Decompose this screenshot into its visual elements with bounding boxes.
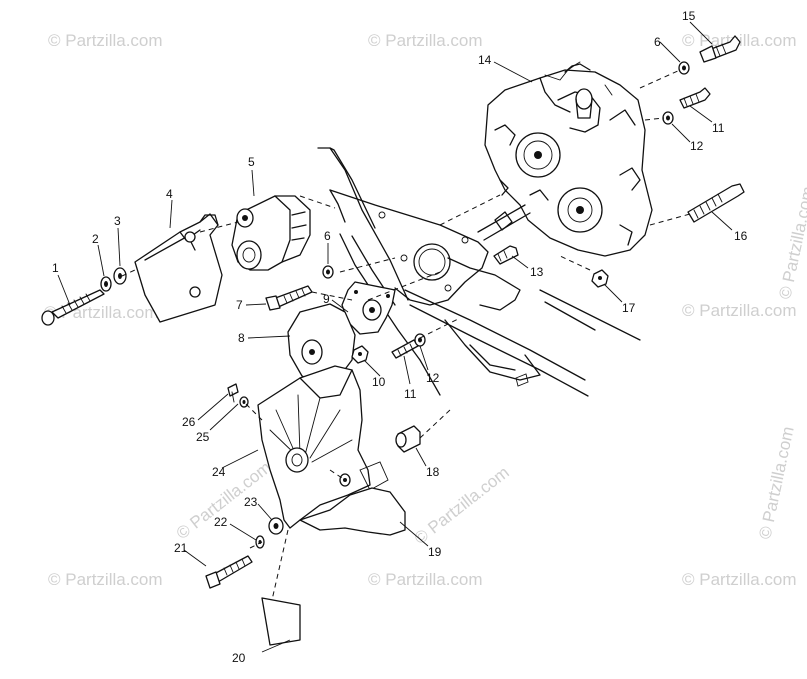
callout-25: 25 [196, 430, 210, 444]
callout-13: 13 [530, 265, 544, 279]
callout-6-mid: 6 [324, 229, 331, 243]
actuator-5 [231, 195, 311, 271]
callout-1: 1 [52, 261, 59, 275]
watermark: © Partzilla.com [682, 301, 797, 320]
watermark: © Partzilla.com [775, 185, 807, 301]
disc-8 [287, 303, 356, 385]
cover-24 [257, 365, 389, 529]
callout-5: 5 [248, 155, 255, 169]
washer-3 [113, 267, 127, 285]
callout-2: 2 [92, 232, 99, 246]
washer-6-top [678, 61, 690, 75]
callout-22: 22 [214, 515, 228, 529]
washer-23 [268, 517, 284, 535]
callout-26: 26 [182, 415, 196, 429]
callout-16: 16 [734, 229, 748, 243]
watermark: © Partzilla.com [368, 31, 483, 50]
assembly-lines [121, 69, 691, 601]
washer-12-top [662, 111, 674, 125]
callout-18: 18 [426, 465, 440, 479]
screw-26 [227, 383, 239, 403]
callout-21: 21 [174, 541, 188, 555]
watermark: © Partzilla.com [368, 570, 483, 589]
frame-rails [317, 147, 641, 397]
watermark: © Partzilla.com [48, 570, 163, 589]
washer-6-mid [322, 265, 334, 279]
watermark: © Partzilla.com [48, 31, 163, 50]
bolt-16 [687, 183, 745, 223]
callout-7: 7 [236, 298, 243, 312]
callout-6-top: 6 [654, 35, 661, 49]
callout-11-top: 11 [712, 121, 725, 135]
callout-17: 17 [622, 301, 636, 315]
callout-3: 3 [114, 214, 121, 228]
nut-17 [591, 269, 609, 288]
bolt-11-mid [391, 339, 419, 359]
callout-11-mid: 11 [404, 387, 417, 401]
bolt-1 [41, 289, 105, 326]
bolt-7 [265, 285, 313, 311]
callout-9: 9 [323, 292, 330, 306]
callout-12-mid: 12 [426, 371, 440, 385]
callout-20: 20 [232, 651, 246, 665]
washer-2 [100, 276, 112, 292]
bolt-11-top [679, 87, 711, 109]
washer-22 [255, 535, 265, 549]
bolt-13 [493, 245, 519, 265]
plate-9 [341, 281, 396, 335]
callout-14: 14 [478, 53, 492, 67]
leader-lines [57, 21, 733, 653]
guard-19 [299, 487, 406, 536]
callout-8: 8 [238, 331, 245, 345]
transmission-housing [484, 61, 653, 257]
callout-10: 10 [372, 375, 386, 389]
bracket-4 [134, 213, 223, 323]
decal-20 [261, 597, 301, 646]
mounting-plate [329, 189, 489, 306]
callout-4: 4 [166, 187, 173, 201]
callout-24: 24 [212, 465, 226, 479]
output-shaft [439, 194, 531, 241]
spacer-18 [395, 425, 421, 453]
callout-12-top: 12 [690, 139, 704, 153]
callout-15: 15 [682, 9, 696, 23]
bolt-15 [699, 35, 741, 63]
nut-10 [351, 345, 369, 364]
watermark: © Partzilla.com [755, 425, 797, 541]
callout-labels: 1 2 3 4 5 6 6 7 8 9 10 11 11 12 12 13 14… [52, 9, 748, 665]
callout-19: 19 [428, 545, 442, 559]
bolt-21 [205, 555, 253, 589]
callout-23: 23 [244, 495, 258, 509]
watermark: © Partzilla.com [682, 570, 797, 589]
